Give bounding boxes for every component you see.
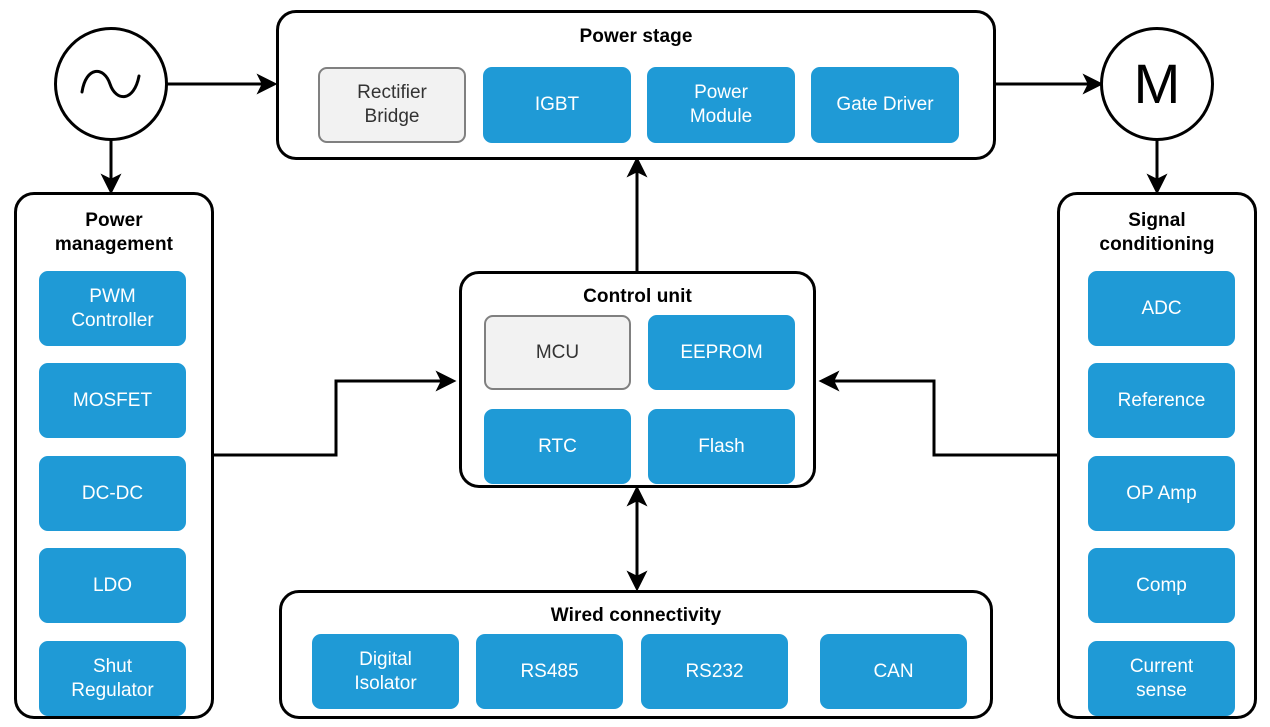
group-control-unit[interactable]: Control unit MCU EEPROM RTC Flash — [459, 271, 816, 488]
block-shut-regulator[interactable]: Shut Regulator — [39, 641, 186, 716]
block-gate-driver[interactable]: Gate Driver — [811, 67, 959, 143]
block-pwm-controller[interactable]: PWM Controller — [39, 271, 186, 346]
signal-conditioning-title: Signal conditioning — [1060, 209, 1254, 258]
wired-connectivity-title: Wired connectivity — [550, 605, 722, 626]
power-stage-title: Power stage — [579, 26, 693, 47]
block-mcu-label: MCU — [535, 341, 580, 363]
motor-label: M — [1133, 52, 1181, 115]
group-signal-conditioning[interactable]: Signal conditioning ADC Reference OP Amp… — [1057, 192, 1257, 719]
block-reference-label: Reference — [1117, 389, 1206, 411]
block-rtc-label: RTC — [538, 435, 577, 457]
block-power-module-line1: Power — [694, 82, 748, 104]
block-mosfet-label: MOSFET — [72, 389, 153, 411]
block-op-amp[interactable]: OP Amp — [1088, 456, 1235, 531]
block-mcu[interactable]: MCU — [484, 315, 631, 390]
motor-node[interactable]: M — [1100, 27, 1214, 141]
block-gate-driver-label: Gate Driver — [836, 94, 934, 116]
wire-power-management-to-control-unit — [213, 370, 457, 457]
block-rectifier-bridge-line2: Bridge — [364, 106, 420, 127]
block-adc-label: ADC — [1141, 297, 1182, 319]
block-ldo[interactable]: LDO — [39, 548, 186, 623]
block-rs485[interactable]: RS485 — [476, 634, 623, 709]
block-op-amp-label: OP Amp — [1126, 482, 1197, 504]
block-adc[interactable]: ADC — [1088, 271, 1235, 346]
block-rectifier-bridge[interactable]: Rectifier Bridge — [318, 67, 466, 143]
block-shut-regulator-line1: Shut — [92, 655, 133, 677]
block-flash-label: Flash — [698, 435, 745, 457]
block-current-sense-line1: Current — [1129, 655, 1194, 677]
block-can-label: CAN — [873, 660, 914, 682]
block-ldo-label: LDO — [92, 574, 133, 596]
block-can[interactable]: CAN — [820, 634, 967, 709]
block-pwm-controller-line1: PWM — [89, 285, 136, 307]
signal-conditioning-title-line1: Signal — [1128, 210, 1186, 231]
control-unit-title: Control unit — [583, 286, 692, 307]
block-dc-dc-label: DC-DC — [81, 482, 144, 504]
block-rectifier-bridge-line1: Rectifier — [357, 82, 427, 104]
group-wired-connectivity[interactable]: Wired connectivity Digital Isolator RS48… — [279, 590, 993, 719]
block-current-sense-line2: sense — [1136, 679, 1187, 701]
block-pwm-controller-line2: Controller — [71, 309, 154, 331]
block-current-sense[interactable]: Current sense — [1088, 641, 1235, 716]
block-comp[interactable]: Comp — [1088, 548, 1235, 623]
block-igbt-label: IGBT — [534, 94, 580, 116]
group-power-stage[interactable]: Power stage Rectifier Bridge IGBT Power … — [276, 10, 996, 160]
ac-source-node[interactable] — [54, 27, 168, 141]
block-digital-isolator[interactable]: Digital Isolator — [312, 634, 459, 709]
sine-wave-icon — [80, 70, 141, 98]
block-power-module-line2: Module — [689, 106, 753, 127]
block-digital-isolator-line1: Digital — [359, 648, 412, 670]
block-dc-dc[interactable]: DC-DC — [39, 456, 186, 531]
group-power-management[interactable]: Power management PWM Controller MOSFET D… — [14, 192, 214, 719]
block-comp-label: Comp — [1136, 574, 1187, 596]
power-management-title: Power management — [17, 209, 211, 258]
block-eeprom[interactable]: EEPROM — [648, 315, 795, 390]
block-flash[interactable]: Flash — [648, 409, 795, 484]
block-rs232[interactable]: RS232 — [641, 634, 788, 709]
block-rtc[interactable]: RTC — [484, 409, 631, 484]
block-rs232-label: RS232 — [685, 660, 744, 682]
block-reference[interactable]: Reference — [1088, 363, 1235, 438]
power-management-title-line2: management — [54, 234, 174, 256]
block-eeprom-label: EEPROM — [680, 341, 763, 363]
block-mosfet[interactable]: MOSFET — [39, 363, 186, 438]
block-digital-isolator-line2: Isolator — [354, 672, 417, 694]
block-igbt[interactable]: IGBT — [483, 67, 631, 143]
wire-signal-conditioning-to-control-unit — [818, 370, 1057, 457]
block-shut-regulator-line2: Regulator — [71, 679, 154, 701]
block-rs485-label: RS485 — [520, 660, 579, 682]
signal-conditioning-title-line2: conditioning — [1099, 234, 1215, 256]
power-management-title-line1: Power — [85, 210, 143, 231]
block-power-module[interactable]: Power Module — [647, 67, 795, 143]
